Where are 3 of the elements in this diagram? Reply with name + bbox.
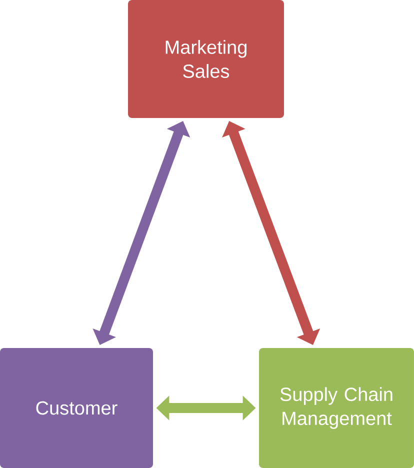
process-box: Supply Chain Management <box>259 348 414 468</box>
process-box: Customer <box>0 348 153 468</box>
process-box: Marketing Sales <box>128 0 284 118</box>
